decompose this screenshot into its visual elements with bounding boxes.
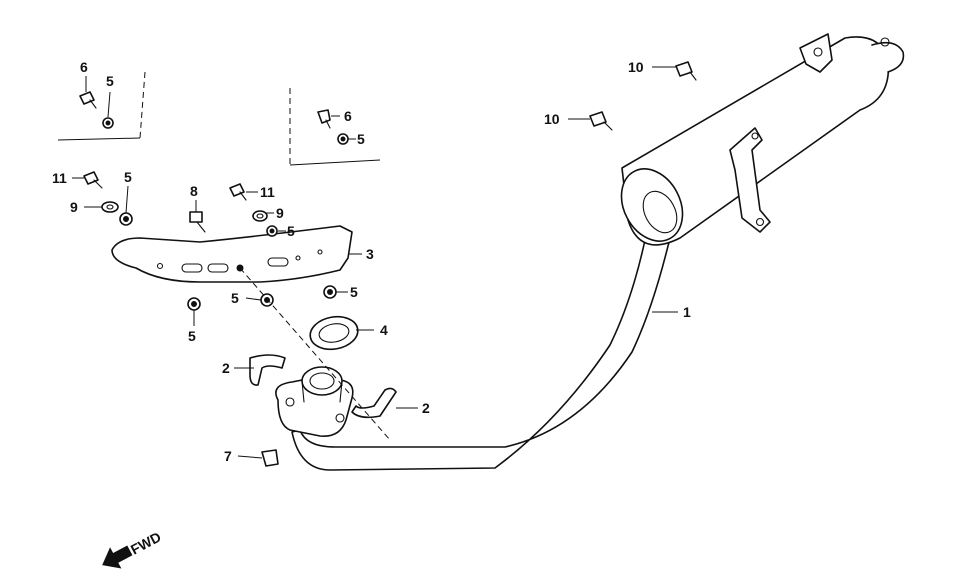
collar-half-right (351, 387, 397, 419)
collar-half-left (249, 354, 286, 386)
callout-6-left: 6 (80, 59, 88, 75)
callout-11-left: 11 (52, 170, 67, 186)
callout-7: 7 (224, 448, 232, 464)
callout-5-top-left: 5 (106, 73, 114, 89)
callouts: 1 2 2 3 4 5 5 5 5 5 5 5 6 6 7 8 9 9 10 1… (52, 59, 691, 464)
callout-5-right: 5 (350, 284, 358, 300)
callout-10-top: 10 (628, 59, 644, 75)
callout-10-lower: 10 (544, 111, 560, 127)
fwd-label: FWD (128, 529, 164, 558)
callout-5-top-mid: 5 (357, 131, 365, 147)
hardware (79, 61, 697, 467)
callout-1: 1 (683, 304, 691, 320)
callout-11-mid: 11 (260, 184, 275, 200)
callout-5-center: 5 (231, 290, 239, 306)
callout-2-left: 2 (222, 360, 230, 376)
callout-5-left: 5 (124, 169, 132, 185)
callout-4: 4 (380, 322, 388, 338)
fwd-direction-marker: FWD (102, 529, 164, 569)
callout-5-mid: 5 (287, 223, 295, 239)
heat-shield (111, 225, 353, 283)
muffler (291, 33, 905, 471)
section-lines (57, 71, 391, 441)
gasket (309, 315, 359, 351)
callout-8: 8 (190, 183, 198, 199)
callout-9-left: 9 (70, 199, 78, 215)
callout-6-mid: 6 (344, 108, 352, 124)
exhaust-flange (275, 366, 354, 437)
arrow-icon (102, 545, 133, 569)
callout-5-bottom: 5 (188, 328, 196, 344)
leader-lines (72, 66, 678, 459)
callout-2-right: 2 (422, 400, 430, 416)
callout-9-mid: 9 (276, 205, 284, 221)
callout-3: 3 (366, 246, 374, 262)
